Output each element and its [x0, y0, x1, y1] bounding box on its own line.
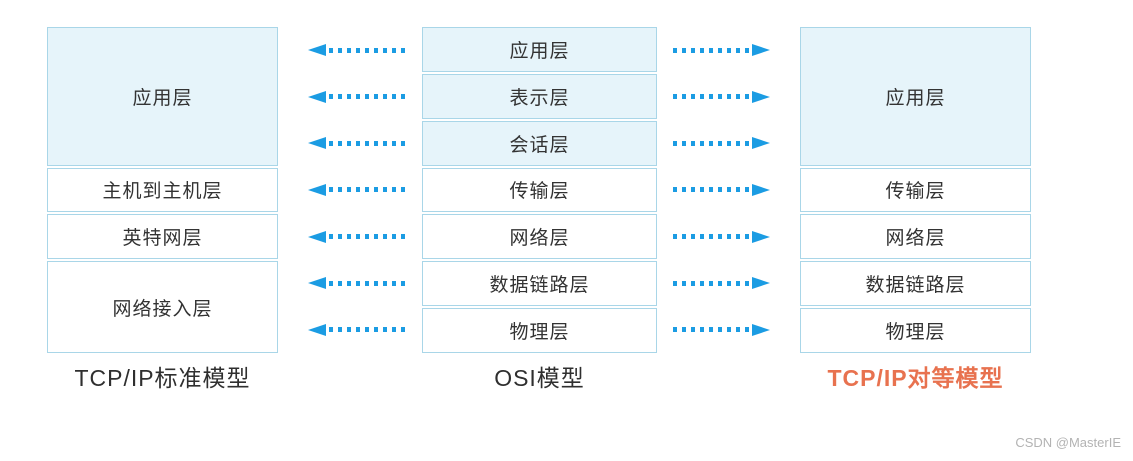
arrow-group-left	[308, 27, 408, 353]
dotted-arrow-right-icon	[673, 260, 770, 307]
layer-cell: 应用层	[47, 27, 278, 166]
layer-cell: 传输层	[422, 167, 657, 213]
layer-cell: 应用层	[422, 27, 657, 72]
label-tcpip-peer-model: TCP/IP对等模型	[827, 365, 1004, 391]
dotted-arrow-right-icon	[673, 74, 770, 121]
layer-cell: 网络层	[800, 214, 1031, 260]
dotted-arrow-left-icon	[308, 260, 408, 307]
dotted-arrow-left-icon	[308, 120, 408, 167]
label-osi-model: OSI模型	[494, 365, 585, 391]
layer-cell: 物理层	[800, 308, 1031, 353]
layer-cell: 英特网层	[47, 214, 278, 260]
layer-cell: 会话层	[422, 120, 657, 166]
dotted-arrow-right-icon	[673, 213, 770, 260]
dotted-arrow-right-icon	[673, 27, 770, 74]
arrow-group-right	[673, 27, 770, 353]
dotted-arrow-left-icon	[308, 27, 408, 74]
dotted-arrow-left-icon	[308, 213, 408, 260]
dotted-arrow-left-icon	[308, 167, 408, 214]
layer-cell: 物理层	[422, 308, 657, 353]
dotted-arrow-left-icon	[308, 74, 408, 121]
layer-cell: 应用层	[800, 27, 1031, 166]
label-tcpip-standard-model: TCP/IP标准模型	[74, 365, 251, 391]
layer-cell: 主机到主机层	[47, 167, 278, 213]
column-tcpip-peer: 应用层 传输层 网络层 数据链路层 物理层	[800, 27, 1031, 353]
csdn-watermark: CSDN @MasterIE	[1015, 435, 1121, 450]
dotted-arrow-left-icon	[308, 306, 408, 353]
layer-cell: 网络接入层	[47, 261, 278, 353]
dotted-arrow-right-icon	[673, 120, 770, 167]
layer-cell: 数据链路层	[422, 261, 657, 307]
layer-cell: 传输层	[800, 167, 1031, 213]
dotted-arrow-right-icon	[673, 167, 770, 214]
dotted-arrow-right-icon	[673, 306, 770, 353]
layer-cell: 网络层	[422, 214, 657, 260]
layer-cell: 数据链路层	[800, 261, 1031, 307]
layer-cell: 表示层	[422, 73, 657, 119]
column-tcpip-standard: 应用层 主机到主机层 英特网层 网络接入层	[47, 27, 278, 353]
column-osi: 应用层 表示层 会话层 传输层 网络层 数据链路层 物理层	[422, 27, 657, 353]
